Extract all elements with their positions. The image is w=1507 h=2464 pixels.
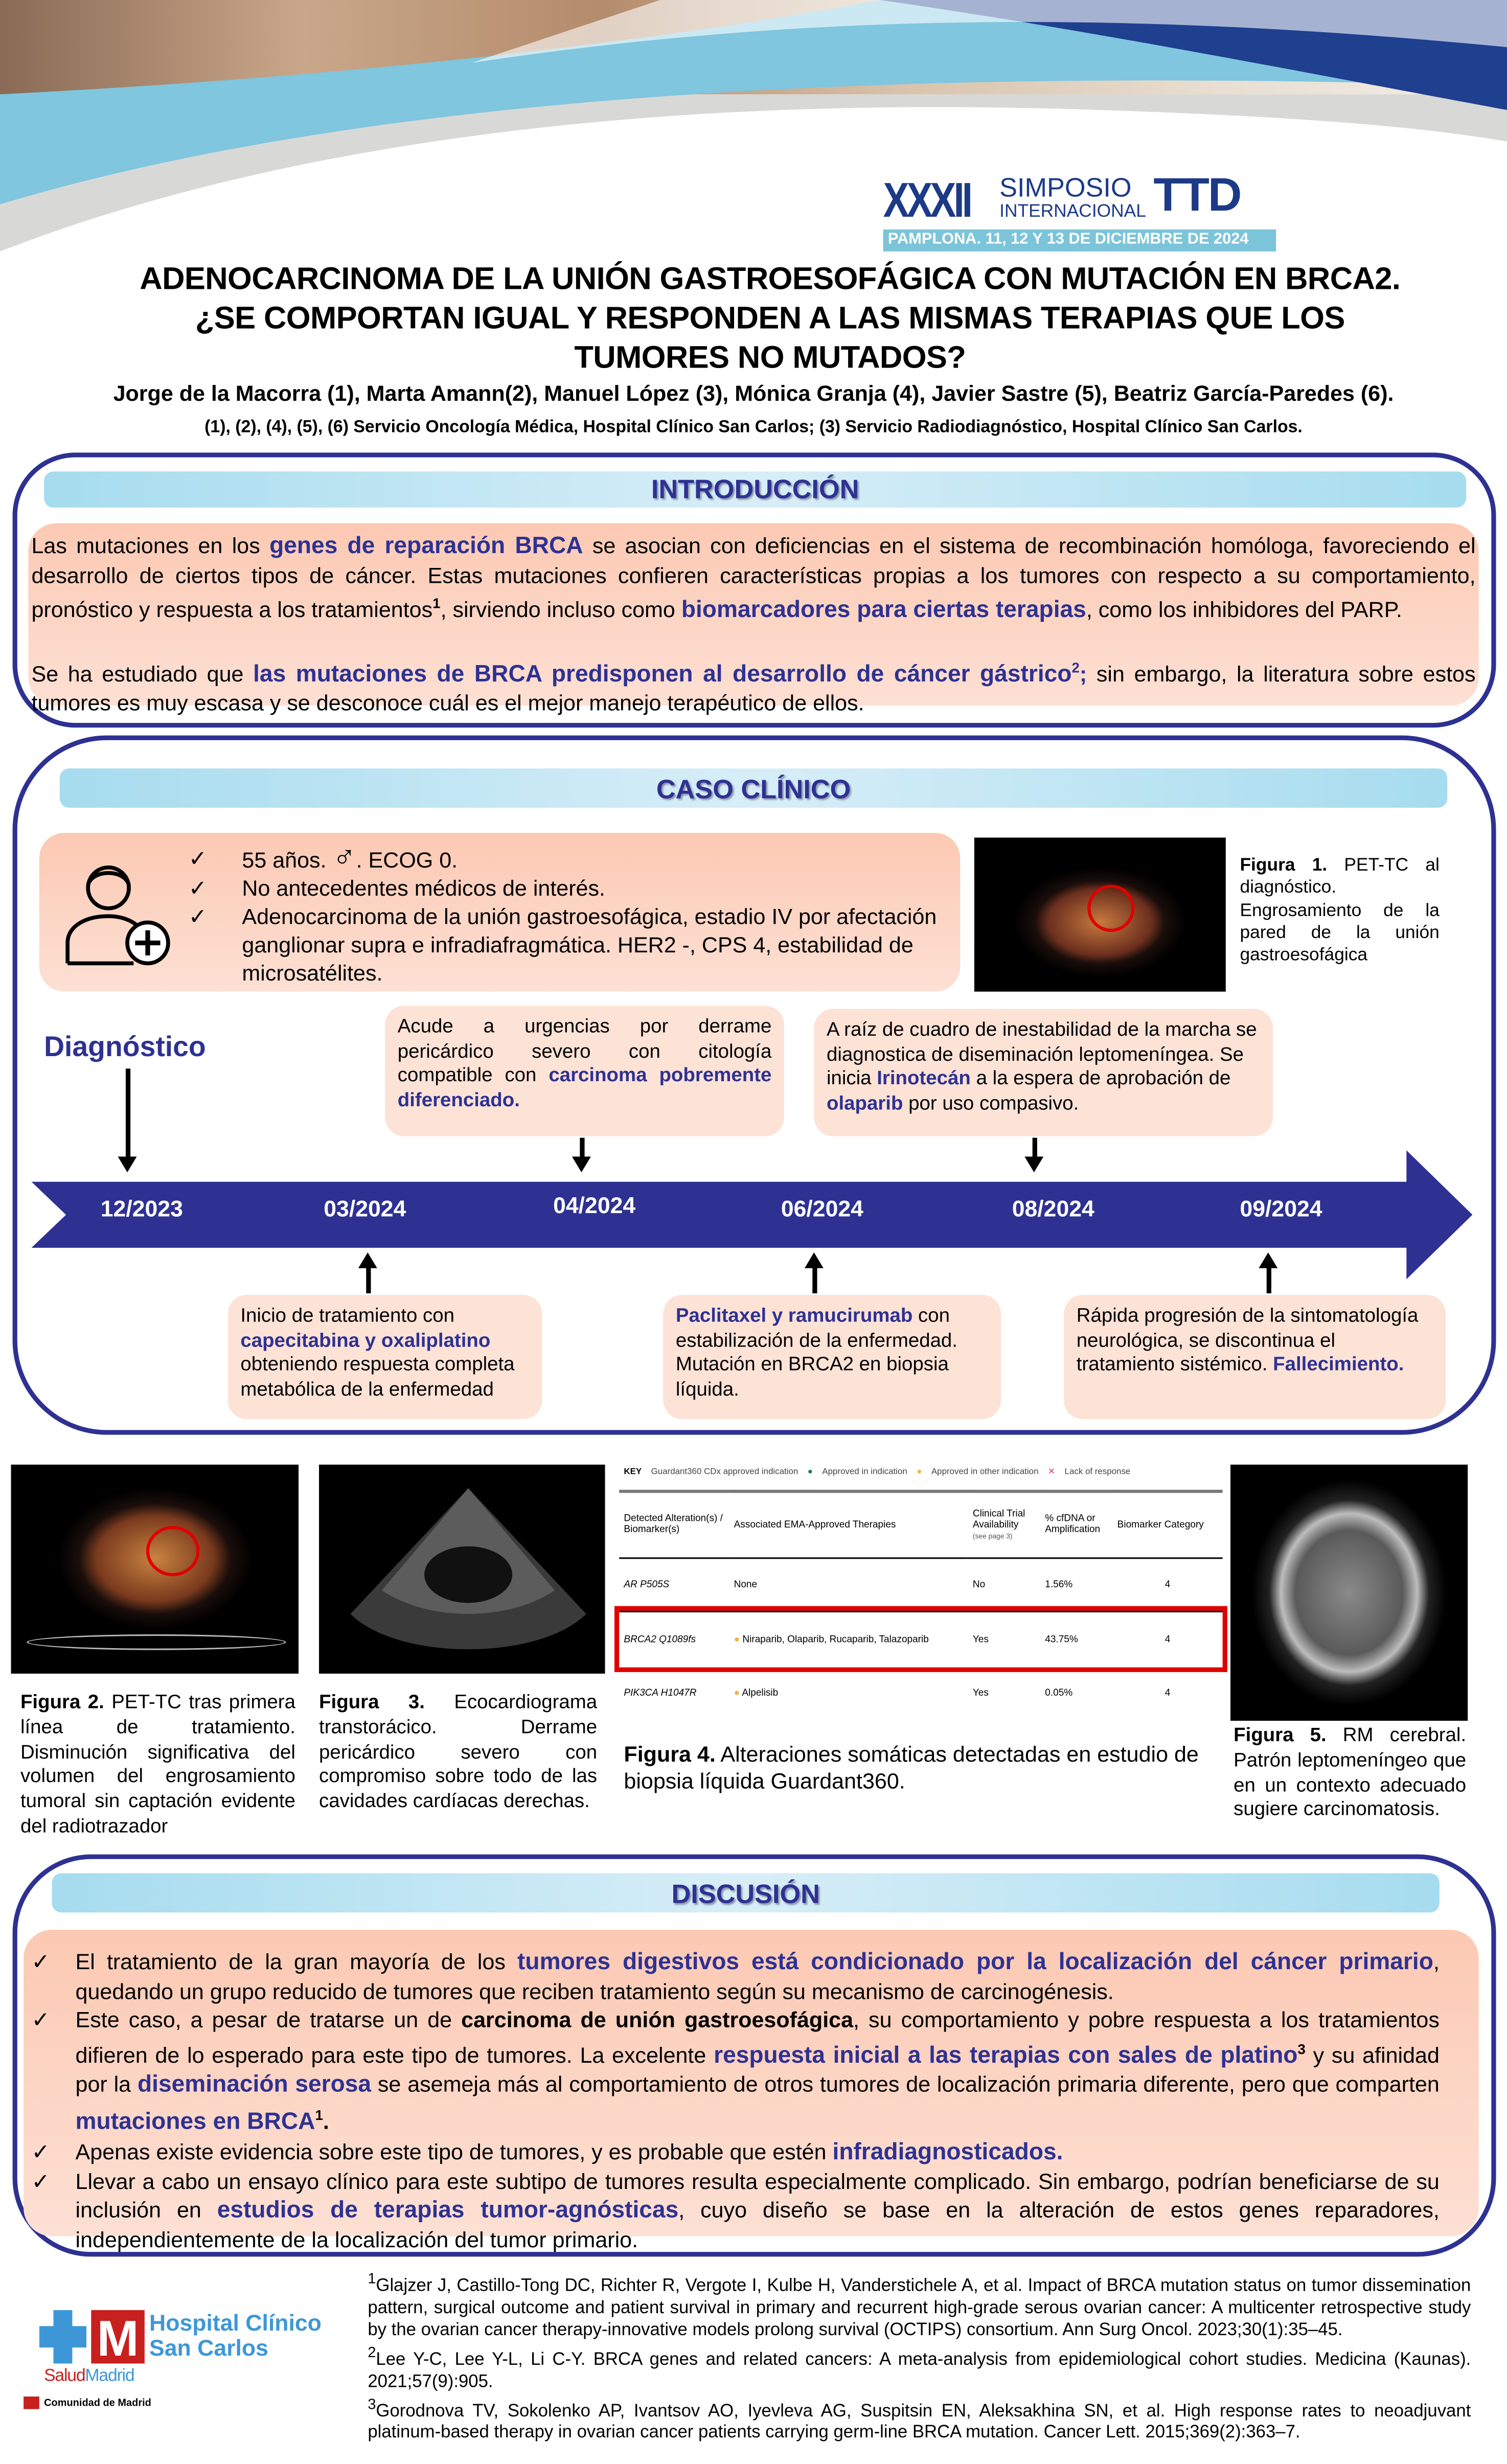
approved-other-icon: ● (734, 1634, 743, 1645)
callout-09-2024: Rápida progresión de la sintomatología n… (1064, 1295, 1446, 1419)
m-logo-icon: M (91, 2310, 145, 2367)
callout-06-2024: Paclitaxel y ramucirumab con estabilizac… (663, 1295, 1001, 1419)
logo-mark: TTD (1153, 170, 1242, 222)
title-line: ¿SE COMPORTAN IGUAL Y RESPONDEN A LAS MI… (195, 302, 1345, 336)
timeline-date: 06/2024 (781, 1197, 863, 1223)
intro-body: Las mutaciones en los genes de reparació… (28, 523, 1479, 716)
column-header: Clinical Trial Availability (972, 1508, 1025, 1531)
arrow-up-icon (1259, 1252, 1278, 1293)
timeline-date: 03/2024 (324, 1197, 406, 1223)
discussion-point: Apenas existe evidencia sobre este tipo … (31, 2136, 1439, 2166)
logo-numeral: XXXII (883, 173, 973, 228)
symposium-logo: XXXII SIMPOSIO INTERNACIONAL TTD PAMPLON… (883, 170, 1276, 252)
male-symbol-icon: ♂ (332, 840, 356, 876)
poster-title: ADENOCARCINOMA DE LA UNIÓN GASTROESOFÁGI… (47, 261, 1493, 379)
arrow-down-icon (118, 1068, 137, 1173)
intro-paragraph-1: Las mutaciones en los genes de reparació… (31, 533, 1476, 624)
figure-2-caption: Figura 2. PET-TC tras primera línea de t… (20, 1691, 295, 1837)
arrow-up-icon (804, 1252, 824, 1293)
patient-detail: No antecedentes médicos de interés. (189, 874, 958, 902)
patient-detail: 55 años. ♂. ECOG 0. (189, 840, 958, 876)
header-swoosh (0, 0, 1507, 252)
arrow-down-icon (1024, 1137, 1044, 1173)
discussion-points: El tratamiento de la gran mayoría de los… (31, 1947, 1439, 2254)
scanner-table (27, 1634, 286, 1650)
reference: 1Glajzer J, Castillo-Tong DC, Richter R,… (368, 2269, 1471, 2340)
salud-madrid-text: SaludMadrid (44, 2366, 135, 2386)
intro-paragraph-2: Se ha estudiado que las mutaciones de BR… (31, 659, 1476, 716)
logo-line1: SIMPOSIO (999, 173, 1132, 203)
table-row-highlighted: BRCA2 Q1089fs● Niraparib, Olaparib, Ruca… (614, 1606, 1227, 1672)
timeline-date: 12/2023 (100, 1197, 183, 1223)
logo-line2: INTERNACIONAL (999, 202, 1146, 222)
alterations-table: Detected Alteration(s) / Biomarker(s) Ass… (614, 1490, 1227, 1718)
callout-08-2024: A raíz de cuadro de inestabilidad de la … (814, 1009, 1273, 1136)
timeline-date: 08/2024 (1012, 1197, 1094, 1223)
column-header: Detected Alteration(s) / Biomarker(s) (624, 1514, 723, 1536)
reference: 3Gorodnova TV, Sokolenko AP, Ivantsov AO… (368, 2394, 1471, 2443)
references: 1Glajzer J, Castillo-Tong DC, Richter R,… (368, 2268, 1471, 2444)
reference: 2Lee Y-C, Lee Y-L, Li C-Y. BRCA genes an… (368, 2342, 1471, 2391)
column-header: Biomarker Category (1117, 1519, 1204, 1531)
timeline-date: 04/2024 (553, 1194, 636, 1220)
callout-03-2024: Inicio de tratamiento con capecitabina y… (227, 1295, 542, 1419)
column-header: Associated EMA-Approved Therapies (734, 1519, 896, 1531)
logo-date-banner: PAMPLONA. 11, 12 Y 13 DE DICIEMBRE DE 20… (883, 229, 1276, 252)
patient-details: 55 años. ♂. ECOG 0. No antecedentes médi… (189, 840, 958, 987)
approved-check-icon: ● (807, 1468, 813, 1477)
figure-5-brain-mri-image (1230, 1465, 1468, 1721)
cross-icon (39, 2310, 87, 2364)
highlight-circle (146, 1525, 200, 1577)
discussion-point: Este caso, a pesar de tratarse un de car… (31, 2006, 1439, 2137)
figure-2-pet-ct-image (11, 1465, 299, 1674)
approved-other-icon: ● (917, 1468, 922, 1477)
discussion-point: El tratamiento de la gran mayoría de los… (31, 1947, 1439, 2006)
discussion-body: El tratamiento de la gran mayoría de los… (24, 1929, 1479, 2252)
lack-response-icon: ✕ (1047, 1468, 1056, 1477)
discussion-point: Llevar a cabo un ensayo clínico para est… (31, 2166, 1439, 2254)
figure-3-caption: Figura 3. Ecocardiograma transtorácico. … (319, 1691, 598, 1813)
figure-4-caption: Figura 4. Alteraciones somáticas detecta… (624, 1741, 1199, 1793)
authors: Jorge de la Macorra (1), Marta Amann(2),… (113, 380, 1394, 406)
column-header: % cfDNA or Amplification (1045, 1514, 1101, 1536)
callout-04-2024: Acude a urgencias por derrame pericárdic… (385, 1006, 784, 1136)
intro-heading: INTRODUCCIÓN (44, 471, 1467, 508)
arrow-down-icon (572, 1137, 591, 1173)
figure-4-guardant-report: KEY Guardant360 CDx approved indication … (614, 1462, 1227, 1732)
affiliations: (1), (2), (4), (5), (6) Servicio Oncolog… (204, 418, 1303, 437)
arrow-up-icon (358, 1252, 377, 1293)
case-heading: CASO CLÍNICO (59, 768, 1448, 808)
figure-1-caption: Figura 1. PET-TC al diagnóstico. Engrosa… (1240, 856, 1440, 966)
timeline-date: 09/2024 (1240, 1197, 1322, 1223)
patient-summary: 55 años. ♂. ECOG 0. No antecedentes médi… (39, 833, 961, 992)
timeline-arrow (31, 1150, 1473, 1280)
figure-3-echocardiogram-image (319, 1465, 605, 1674)
comunidad-madrid: Comunidad de Madrid (24, 2397, 151, 2409)
column-note: (see page 3) (972, 1532, 1013, 1540)
highlight-circle (1087, 884, 1135, 932)
approved-other-icon: ● (734, 1687, 742, 1698)
diagnosis-label: Diagnóstico (44, 1031, 206, 1063)
title-line: ADENOCARCINOMA DE LA UNIÓN GASTROESOFÁGI… (140, 262, 1401, 298)
figure-1-pet-ct-image (974, 837, 1226, 992)
patient-detail: Adenocarcinoma de la unión gastroesofági… (189, 902, 958, 987)
figure-5-caption: Figura 5. RM cerebral. Patrón leptomenín… (1234, 1724, 1467, 1821)
report-key: KEY Guardant360 CDx approved indication … (624, 1468, 1131, 1477)
discussion-heading: DISCUSIÓN (52, 1873, 1440, 1913)
patient-icon (65, 865, 170, 966)
title-line: TUMORES NO MUTADOS? (574, 341, 966, 376)
